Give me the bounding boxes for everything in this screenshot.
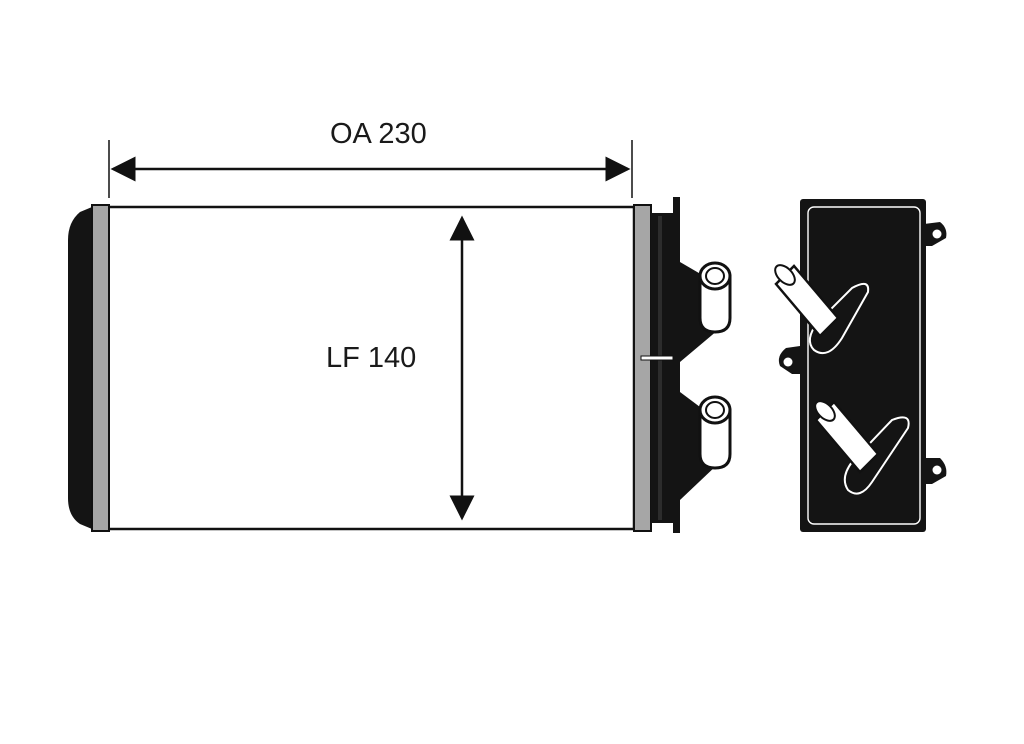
side-view <box>774 199 947 532</box>
mounting-tab-bottom <box>924 458 947 484</box>
overall-width-dimension <box>108 140 633 198</box>
mounting-tab-middle <box>778 346 800 374</box>
overall-width-label: OA 230 <box>330 118 427 150</box>
side-upper-pipe <box>774 264 870 354</box>
side-housing <box>800 199 926 532</box>
right-end-cap <box>633 204 652 532</box>
left-tank <box>68 207 92 529</box>
core-height-label: LF 140 <box>326 342 417 374</box>
left-end-cap <box>91 204 110 532</box>
mounting-tab-top <box>924 222 947 246</box>
front-view <box>68 197 732 533</box>
flange-plate <box>673 197 680 533</box>
upper-pipe <box>680 261 732 362</box>
lower-pipe <box>680 392 732 500</box>
side-lower-pipe <box>814 400 910 495</box>
